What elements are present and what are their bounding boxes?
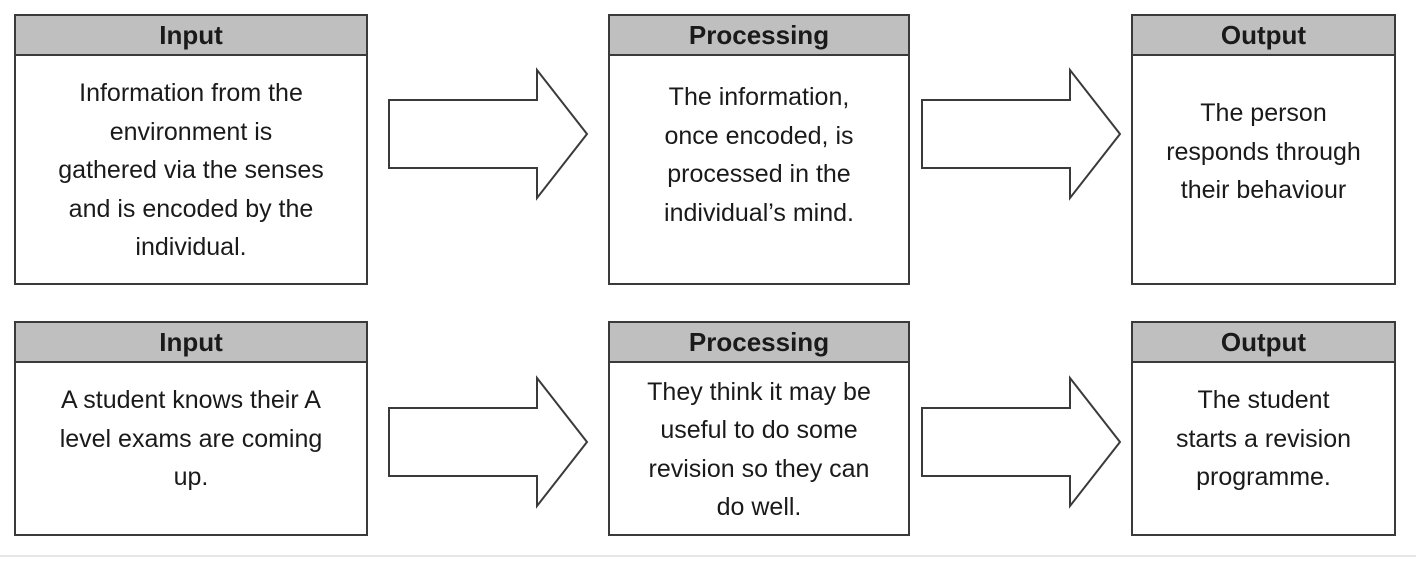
row1-input-line: individual. [135, 233, 247, 262]
row2-processing-line: do well. [716, 493, 802, 521]
row2-input-title: Input [16, 323, 366, 363]
row2-arrow-processing-to-output [921, 375, 1122, 509]
row2-input-body: A student knows their A level exams are … [16, 363, 366, 536]
row2-arrow-input-to-processing [388, 375, 589, 509]
row2-input-box: Input A student knows their A level exam… [14, 321, 368, 536]
row2-input-line: up. [173, 463, 209, 491]
row1-processing-title: Processing [610, 16, 908, 56]
row1-input-line: gathered via the senses [58, 156, 324, 185]
row1-input-title: Input [16, 16, 366, 56]
row2-output-body: The student starts a revision programme. [1133, 363, 1394, 536]
row2-processing-title: Processing [610, 323, 908, 363]
row1-input-line: and is encoded by the [68, 194, 314, 223]
row2-processing-box: Processing They think it may be useful t… [608, 321, 910, 536]
row2-output-box: Output The student starts a revision pro… [1131, 321, 1396, 536]
row1-processing-line: The information, [668, 83, 850, 111]
row1-processing-line: individual’s mind. [664, 198, 854, 227]
row1-output-box: Output The person responds through their… [1131, 14, 1396, 285]
row2-output-line: programme. [1196, 463, 1331, 491]
row1-arrow-input-to-processing [388, 67, 589, 201]
row2-processing-line: useful to do some [660, 416, 858, 444]
row1-output-title: Output [1133, 16, 1394, 56]
row1-processing-box: Processing The information, once encoded… [608, 14, 910, 285]
row1-input-box: Input Information from the environment i… [14, 14, 368, 285]
row1-arrow-processing-to-output [921, 67, 1122, 201]
row1-input-line: Information from the [79, 79, 303, 108]
row1-output-body: The person responds through their behavi… [1133, 56, 1394, 285]
bottom-divider [0, 555, 1416, 557]
row2-output-title: Output [1133, 323, 1394, 363]
row1-output-line: responds through [1166, 137, 1361, 166]
row1-output-line: their behaviour [1180, 176, 1347, 204]
row2-processing-line: revision so they can [648, 454, 870, 483]
row2-input-line: level exams are coming [59, 424, 323, 453]
row2-input-line: A student knows their A [61, 386, 321, 414]
row2-output-line: starts a revision [1175, 424, 1352, 453]
row1-processing-line: processed in the [667, 160, 851, 188]
row1-input-line: environment is [109, 117, 273, 146]
row1-input-body: Information from the environment is gath… [16, 56, 366, 285]
row1-processing-line: once encoded, is [664, 121, 854, 150]
row1-output-line: The person [1200, 99, 1327, 127]
row2-processing-line: They think it may be [647, 377, 871, 406]
row2-output-line: The student [1197, 386, 1330, 414]
row2-processing-body: They think it may be useful to do some r… [610, 363, 908, 536]
row1-processing-body: The information, once encoded, is proces… [610, 56, 908, 285]
